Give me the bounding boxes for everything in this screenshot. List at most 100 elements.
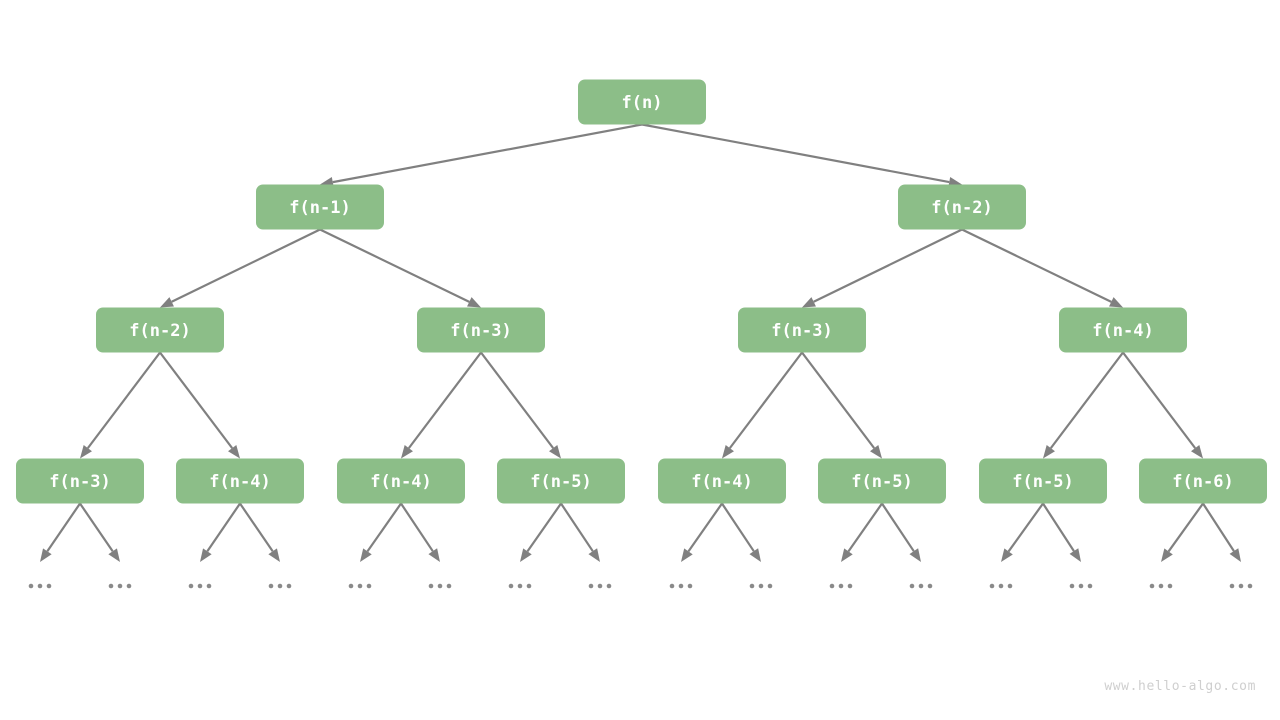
arrow-head-icon bbox=[40, 548, 52, 562]
tree-node[interactable]: f(n-5) bbox=[979, 458, 1107, 504]
arrow-head-icon bbox=[870, 444, 882, 459]
edges-layer bbox=[40, 123, 1241, 562]
ellipsis-dot-icon bbox=[126, 583, 132, 589]
node-box[interactable] bbox=[818, 458, 946, 504]
node-box[interactable] bbox=[16, 458, 144, 504]
arrow-head-icon bbox=[160, 297, 174, 308]
tree-node[interactable]: f(n-4) bbox=[176, 458, 304, 504]
arrow-head-icon bbox=[428, 548, 440, 562]
tree-edge bbox=[961, 228, 1123, 308]
tree-edge bbox=[1202, 502, 1241, 562]
node-label: f(n-5) bbox=[851, 472, 912, 492]
tree-node[interactable]: f(n-4) bbox=[337, 458, 465, 504]
node-box[interactable] bbox=[1139, 458, 1267, 504]
tree-edge bbox=[319, 228, 481, 308]
tree-edge bbox=[320, 123, 643, 188]
ellipsis-marker bbox=[1069, 583, 1093, 589]
tree-node[interactable]: f(n-2) bbox=[96, 307, 224, 353]
tree-edge bbox=[360, 502, 402, 562]
tree-node[interactable]: f(n-4) bbox=[1059, 307, 1187, 353]
tree-edge bbox=[1043, 351, 1124, 459]
ellipsis-marker bbox=[268, 583, 292, 589]
ellipsis-dot-icon bbox=[1078, 583, 1084, 589]
node-box[interactable] bbox=[1059, 307, 1187, 353]
tree-edge bbox=[480, 351, 561, 459]
ellipsis-dot-icon bbox=[669, 583, 675, 589]
node-label: f(n-5) bbox=[1012, 472, 1073, 492]
ellipsis-dot-icon bbox=[606, 583, 612, 589]
tree-node[interactable]: f(n-5) bbox=[497, 458, 625, 504]
node-box[interactable] bbox=[497, 458, 625, 504]
tree-edge bbox=[400, 502, 440, 562]
edge-line bbox=[159, 351, 234, 449]
node-label: f(n-3) bbox=[450, 321, 511, 341]
tree-edge bbox=[159, 351, 240, 459]
tree-node[interactable]: f(n-3) bbox=[417, 307, 545, 353]
edge-line bbox=[847, 502, 883, 552]
tree-edge bbox=[200, 502, 241, 562]
tree-node[interactable]: f(n-5) bbox=[818, 458, 946, 504]
edge-line bbox=[407, 351, 482, 449]
arrow-head-icon bbox=[1043, 444, 1055, 459]
ellipsis-dot-icon bbox=[206, 583, 212, 589]
tree-node[interactable]: f(n-3) bbox=[16, 458, 144, 504]
tree-edge bbox=[801, 351, 882, 459]
node-box[interactable] bbox=[417, 307, 545, 353]
ellipsis-dot-icon bbox=[37, 583, 43, 589]
node-label: f(n-4) bbox=[691, 472, 752, 492]
edge-line bbox=[400, 502, 434, 552]
tree-node[interactable]: f(n-2) bbox=[898, 184, 1026, 230]
tree-edge bbox=[1001, 502, 1044, 562]
edge-line bbox=[526, 502, 562, 552]
tree-node[interactable]: f(n-6) bbox=[1139, 458, 1267, 504]
edge-line bbox=[332, 123, 643, 184]
node-label: f(n-6) bbox=[1172, 472, 1233, 492]
node-box[interactable] bbox=[337, 458, 465, 504]
edge-line bbox=[86, 351, 161, 449]
ellipsis-dot-icon bbox=[366, 583, 372, 589]
node-label: f(n-3) bbox=[771, 321, 832, 341]
arrow-head-icon bbox=[909, 548, 921, 562]
arrow-head-icon bbox=[1229, 548, 1241, 562]
ellipsis-dot-icon bbox=[508, 583, 514, 589]
node-box[interactable] bbox=[96, 307, 224, 353]
arrow-head-icon bbox=[1191, 444, 1203, 459]
arrow-head-icon bbox=[802, 297, 816, 308]
arrow-head-icon bbox=[722, 444, 734, 459]
node-box[interactable] bbox=[176, 458, 304, 504]
ellipsis-dot-icon bbox=[838, 583, 844, 589]
tree-node[interactable]: f(n-3) bbox=[738, 307, 866, 353]
nodes-layer: f(n) f(n-1) f(n-2) f(n-2) f(n-3) f(n-3) f(n-4)… bbox=[16, 79, 1267, 504]
tree-node[interactable]: f(n) bbox=[578, 79, 706, 125]
ellipsis-dot-icon bbox=[197, 583, 203, 589]
ellipsis-dot-icon bbox=[1238, 583, 1244, 589]
edge-line bbox=[1202, 502, 1235, 552]
node-box[interactable] bbox=[898, 184, 1026, 230]
ellipsis-dot-icon bbox=[526, 583, 532, 589]
node-box[interactable] bbox=[979, 458, 1107, 504]
node-box[interactable] bbox=[738, 307, 866, 353]
tree-edge bbox=[802, 228, 963, 308]
node-box[interactable] bbox=[256, 184, 384, 230]
tree-node[interactable]: f(n-1) bbox=[256, 184, 384, 230]
ellipsis-dot-icon bbox=[678, 583, 684, 589]
ellipsis-dot-icon bbox=[46, 583, 52, 589]
tree-node[interactable]: f(n-4) bbox=[658, 458, 786, 504]
ellipsis-dot-icon bbox=[428, 583, 434, 589]
ellipsis-dot-icon bbox=[847, 583, 853, 589]
edge-line bbox=[1042, 502, 1075, 552]
tree-edge bbox=[1161, 502, 1204, 562]
ellipsis-dot-icon bbox=[597, 583, 603, 589]
node-box[interactable] bbox=[658, 458, 786, 504]
arrow-head-icon bbox=[588, 548, 600, 562]
edge-line bbox=[1049, 351, 1124, 449]
arrow-head-icon bbox=[360, 548, 372, 562]
ellipsis-dot-icon bbox=[829, 583, 835, 589]
edge-line bbox=[687, 502, 723, 552]
tree-edge bbox=[79, 502, 120, 562]
node-box[interactable] bbox=[578, 79, 706, 125]
arrow-head-icon bbox=[749, 548, 761, 562]
ellipsis-dot-icon bbox=[357, 583, 363, 589]
ellipsis-dot-icon bbox=[446, 583, 452, 589]
